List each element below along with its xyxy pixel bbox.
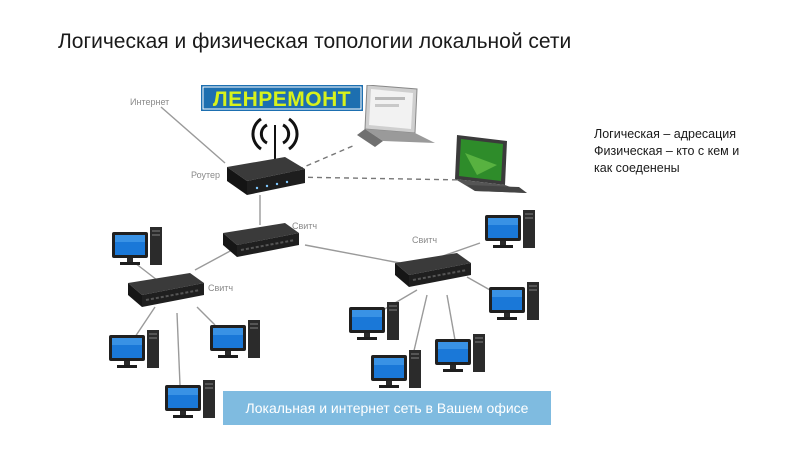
note-physical: Физическая – кто с кем и	[594, 144, 740, 158]
side-notes: Логическая – адресация Физическая – кто …	[594, 126, 784, 177]
label-router: Роутер	[191, 170, 220, 180]
switch-icon	[222, 222, 300, 258]
switch-icon	[127, 272, 205, 308]
label-internet: Интернет	[130, 97, 169, 107]
note-physical-cont: как соеденены	[594, 161, 680, 175]
desktop-pc-icon	[435, 334, 485, 372]
desktop-pc-icon	[112, 227, 162, 265]
switch-icon	[394, 252, 472, 288]
label-switch-center: Свитч	[292, 221, 317, 231]
desktop-pc-icon	[165, 380, 215, 418]
desktop-pc-icon	[489, 282, 539, 320]
brand-logo: ЛЕНРЕМОНТ	[201, 85, 363, 111]
slide-title: Логическая и физическая топологии локаль…	[58, 30, 572, 53]
desktop-pc-icon	[109, 330, 159, 368]
banner-text: Локальная и интернет сеть в Вашем офисе	[246, 400, 529, 416]
label-switch-right: Свитч	[412, 235, 437, 245]
laptop-icon	[455, 135, 527, 193]
office-network-banner: Локальная и интернет сеть в Вашем офисе	[223, 391, 551, 425]
network-diagram: ЛЕНРЕМОНТ Интернет Роутер Свитч Свитч Св…	[95, 85, 560, 430]
router-icon	[227, 157, 305, 195]
desktop-pc-icon	[349, 302, 399, 340]
desktop-pc-icon	[210, 320, 260, 358]
desktop-pc-icon	[371, 350, 421, 388]
antenna-icon	[251, 117, 299, 163]
logo-text: ЛЕНРЕМОНТ	[213, 88, 351, 111]
desktop-pc-icon	[485, 210, 535, 248]
note-logical: Логическая – адресация	[594, 127, 737, 141]
laptop-icon	[357, 85, 435, 147]
label-switch-left: Свитч	[208, 283, 233, 293]
